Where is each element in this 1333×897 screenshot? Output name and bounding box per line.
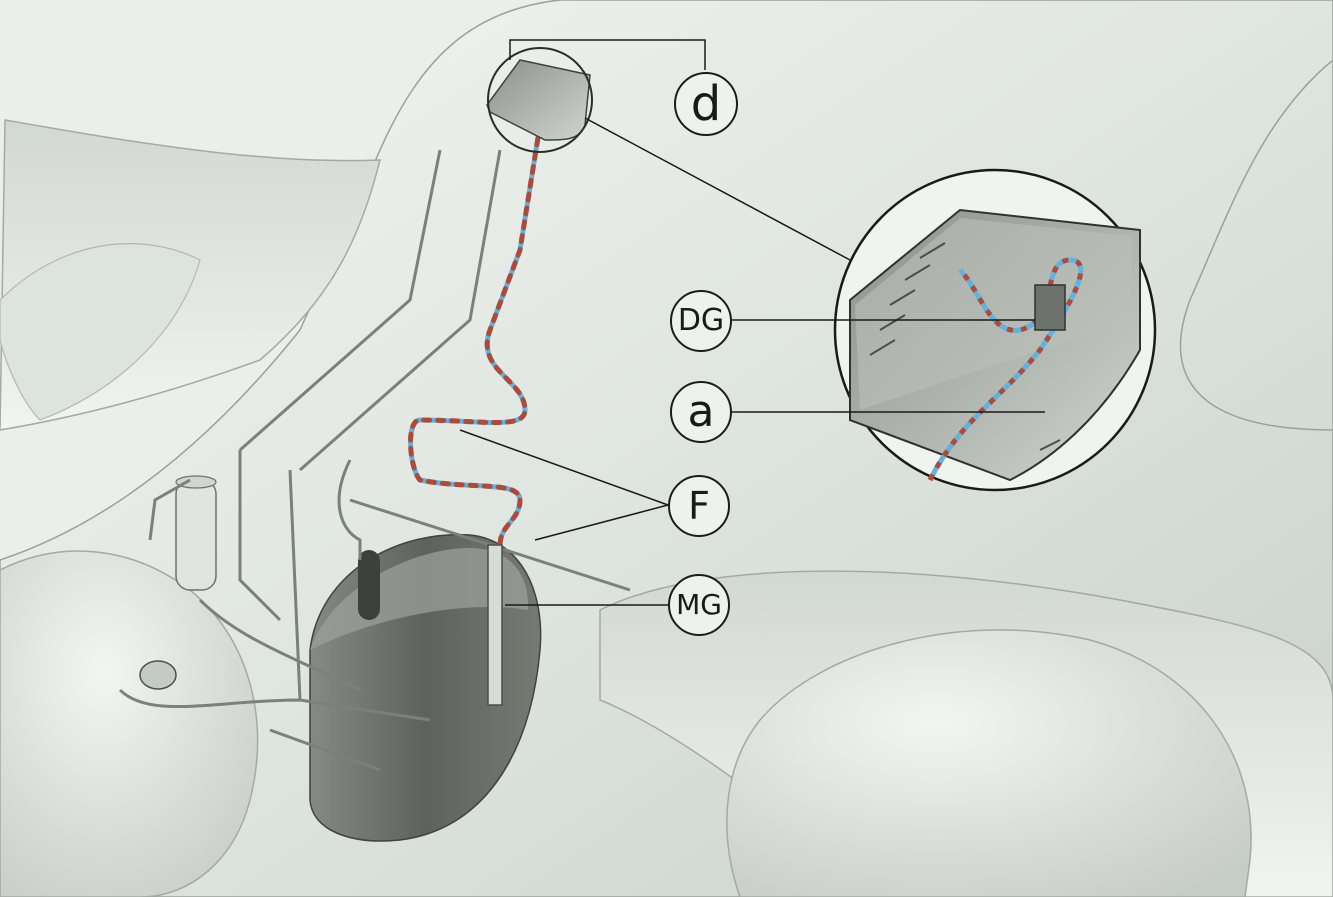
right-engine-nacelle bbox=[726, 629, 1252, 897]
fuel-pump bbox=[139, 660, 177, 690]
main-fuel-tank-top bbox=[310, 548, 529, 650]
main-gauge-tube bbox=[487, 544, 503, 706]
callout-a-label: a bbox=[687, 386, 715, 437]
callout-f-label: F bbox=[688, 484, 710, 528]
auxiliary-cylinder-tank bbox=[175, 479, 217, 591]
callout-d: d bbox=[674, 72, 738, 136]
callout-a: a bbox=[670, 381, 732, 443]
callout-mg-label: MG bbox=[676, 588, 722, 621]
callout-dg: DG bbox=[670, 290, 732, 352]
inset-gauge-unit bbox=[1034, 284, 1066, 331]
grey-pipe-network bbox=[118, 149, 631, 772]
leader-lines bbox=[459, 39, 1045, 606]
callout-mg: MG bbox=[668, 574, 730, 636]
callout-dg-label: DG bbox=[677, 303, 725, 338]
callout-f: F bbox=[668, 475, 730, 537]
left-engine-cowl bbox=[0, 243, 201, 421]
collector-tank bbox=[358, 550, 380, 620]
tray-highlight-ring bbox=[487, 47, 593, 153]
left-engine-nacelle bbox=[0, 550, 259, 897]
instrument-tray-small bbox=[486, 59, 591, 141]
callout-d-label: d bbox=[690, 76, 722, 132]
inset-connectors bbox=[869, 242, 1061, 451]
